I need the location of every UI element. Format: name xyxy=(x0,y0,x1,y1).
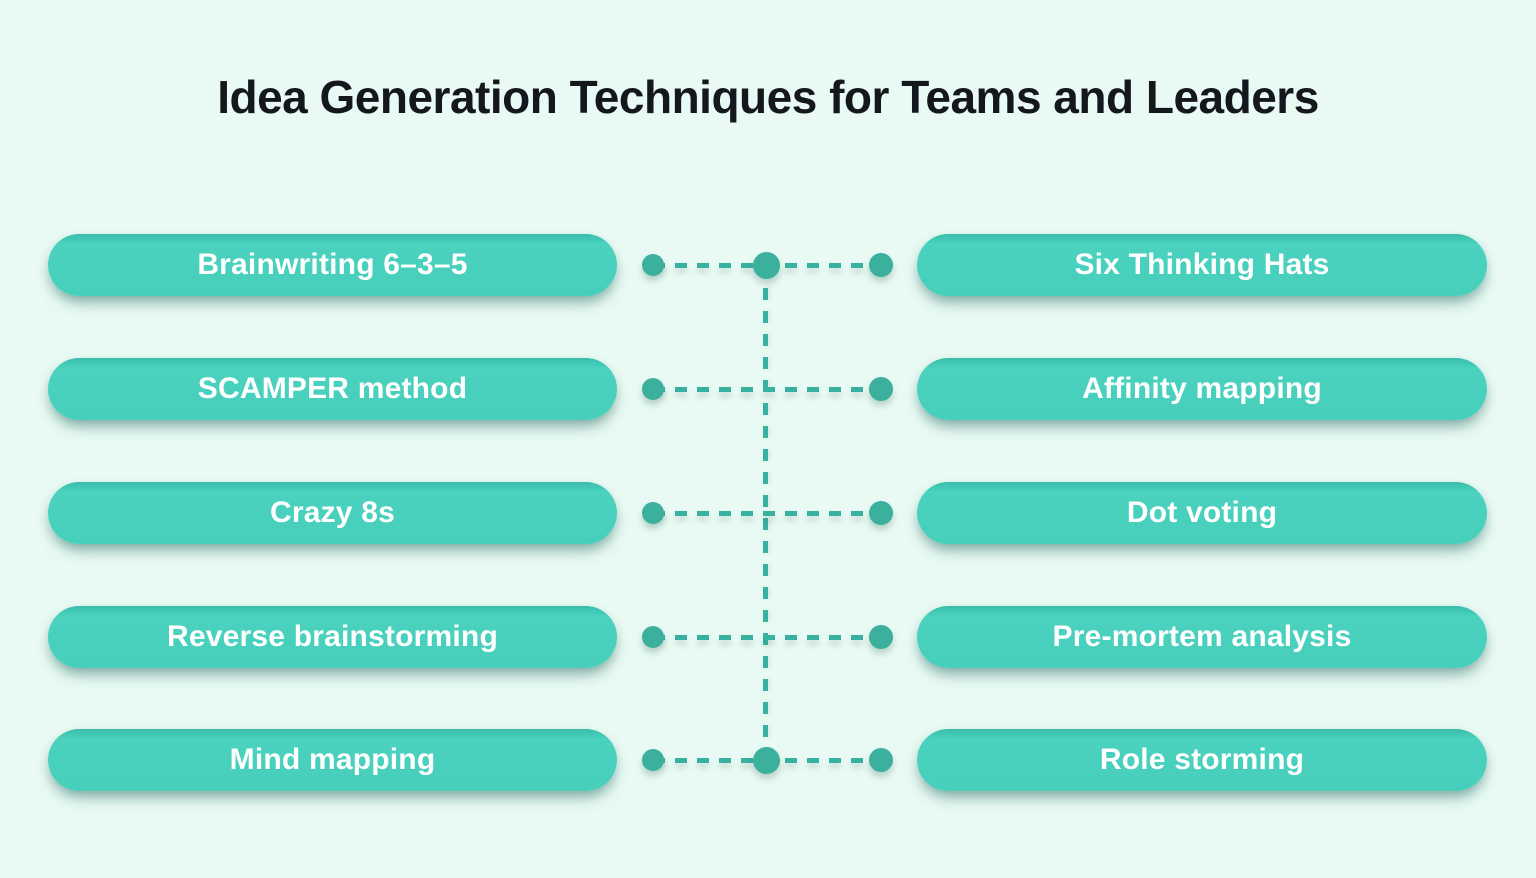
connector-dot-right xyxy=(869,748,893,772)
technique-pill-left: Brainwriting 6–3–5 xyxy=(48,234,617,296)
connector-dot-left xyxy=(642,254,664,276)
dashed-line xyxy=(653,510,881,516)
technique-row: SCAMPER method Affinity mapping xyxy=(48,358,1487,420)
connector-dot-left xyxy=(642,749,664,771)
technique-row: Mind mapping Role storming xyxy=(48,729,1487,791)
connector-dot-right xyxy=(869,253,893,277)
technique-pill-right: Dot voting xyxy=(917,482,1487,544)
connector xyxy=(617,606,917,668)
connector xyxy=(617,729,917,791)
technique-pill-left: SCAMPER method xyxy=(48,358,617,420)
connector-dot-center xyxy=(753,251,780,279)
dashed-line xyxy=(653,634,881,640)
technique-row: Brainwriting 6–3–5 Six Thinking Hats xyxy=(48,234,1487,296)
technique-label: Pre-mortem analysis xyxy=(1052,620,1352,653)
connector xyxy=(617,482,917,544)
connector-dot-left xyxy=(642,502,664,524)
technique-pill-right: Affinity mapping xyxy=(917,358,1487,420)
technique-label: Crazy 8s xyxy=(269,496,395,529)
technique-pill-right: Pre-mortem analysis xyxy=(917,606,1487,668)
technique-label: Dot voting xyxy=(1126,496,1278,529)
connector-dot-right xyxy=(869,377,893,401)
connector-dot-center xyxy=(753,746,780,774)
connector xyxy=(617,358,917,420)
dashed-line xyxy=(653,386,881,392)
technique-pill-right: Role storming xyxy=(917,729,1487,791)
technique-label: Affinity mapping xyxy=(1082,372,1322,405)
technique-pill-right: Six Thinking Hats xyxy=(917,234,1487,296)
technique-pill-left: Crazy 8s xyxy=(48,482,617,544)
connector xyxy=(617,234,917,296)
technique-label: SCAMPER method xyxy=(197,372,468,405)
technique-pill-left: Mind mapping xyxy=(48,729,617,791)
technique-row: Crazy 8s Dot voting xyxy=(48,482,1487,544)
technique-row: Reverse brainstorming Pre-mortem analysi… xyxy=(48,606,1487,668)
connector-dot-left xyxy=(642,626,664,648)
technique-label: Brainwriting 6–3–5 xyxy=(197,248,468,281)
technique-pill-left: Reverse brainstorming xyxy=(48,606,617,668)
technique-label: Six Thinking Hats xyxy=(1074,248,1330,281)
connector-dot-right xyxy=(869,625,893,649)
page-title: Idea Generation Techniques for Teams and… xyxy=(217,71,1319,123)
technique-label: Mind mapping xyxy=(229,743,436,776)
technique-label: Role storming xyxy=(1099,743,1305,776)
connector-dot-left xyxy=(642,378,664,400)
technique-label: Reverse brainstorming xyxy=(167,620,498,653)
connector-dot-right xyxy=(869,501,893,525)
